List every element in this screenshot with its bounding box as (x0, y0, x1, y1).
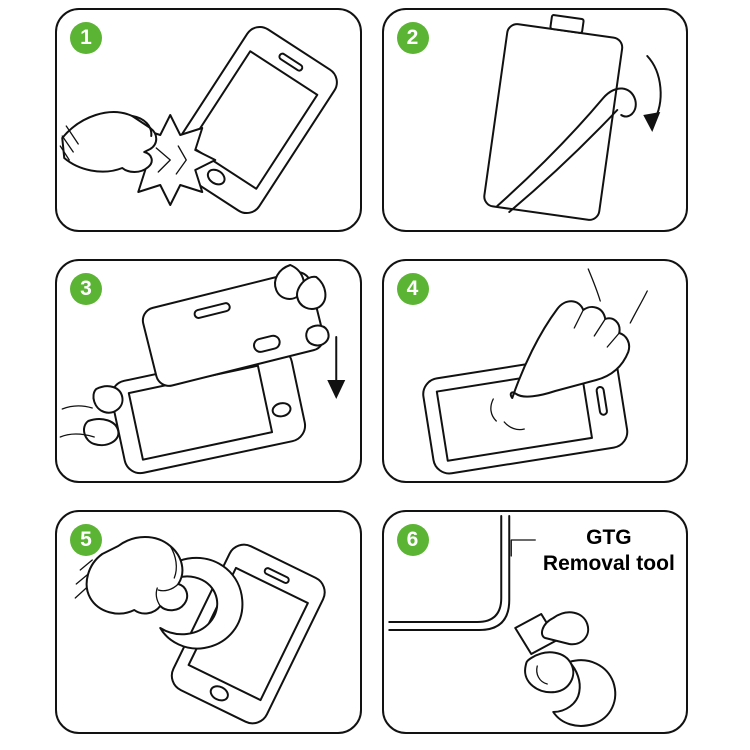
step-panel-1: 1 (55, 8, 362, 232)
cloth-fold-line (175, 145, 187, 175)
peeling-film (495, 87, 637, 213)
illustration-press-screen (421, 268, 648, 475)
hand (59, 111, 158, 173)
step-number: 1 (80, 26, 92, 49)
pressing-hand (489, 268, 648, 431)
step-number: 6 (406, 528, 419, 551)
hand (523, 611, 616, 727)
removal-tool-label: GTG Removal tool (535, 525, 683, 576)
left-hand (59, 385, 124, 447)
hand (74, 536, 189, 615)
step-number-badge: 5 (70, 524, 102, 556)
step-number: 4 (406, 277, 419, 300)
illustration-removal-tool (387, 515, 616, 727)
illustration-clean-screen (59, 25, 338, 215)
label-leader-line (510, 539, 536, 557)
screen-protector (482, 14, 623, 221)
step-number-badge: 6 (396, 524, 429, 556)
illustration-peel-film (482, 14, 662, 221)
step-panel-4: 4 (381, 259, 688, 483)
removal-tool-label-line2: Removal tool (542, 551, 675, 575)
cloth-fold-line (155, 147, 171, 173)
step-number-badge: 1 (70, 22, 102, 54)
illustration-smooth-cloth (74, 536, 326, 725)
polishing-cloth (152, 556, 244, 650)
step-number: 2 (406, 26, 419, 49)
step-number-badge: 2 (396, 22, 429, 54)
step-number: 3 (80, 277, 92, 300)
phone (168, 25, 338, 215)
step-panel-6: 6 GTG Removal tool (381, 510, 688, 734)
step-number-badge: 4 (396, 273, 429, 305)
step-number: 5 (80, 528, 92, 551)
removal-tool-label-line1: GTG (586, 526, 632, 549)
step-panel-5: 5 (55, 510, 362, 734)
arrow-down-icon (642, 55, 662, 132)
tempered-glass (141, 271, 325, 387)
arrow-down-icon (327, 336, 346, 399)
right-hand (274, 264, 330, 347)
step-panel-2: 2 (381, 8, 688, 232)
step-number-badge: 3 (70, 273, 102, 305)
glass-corner (387, 515, 510, 631)
step-panel-3: 3 (55, 259, 362, 483)
illustration-align-glass (59, 264, 346, 475)
phone (170, 543, 326, 725)
